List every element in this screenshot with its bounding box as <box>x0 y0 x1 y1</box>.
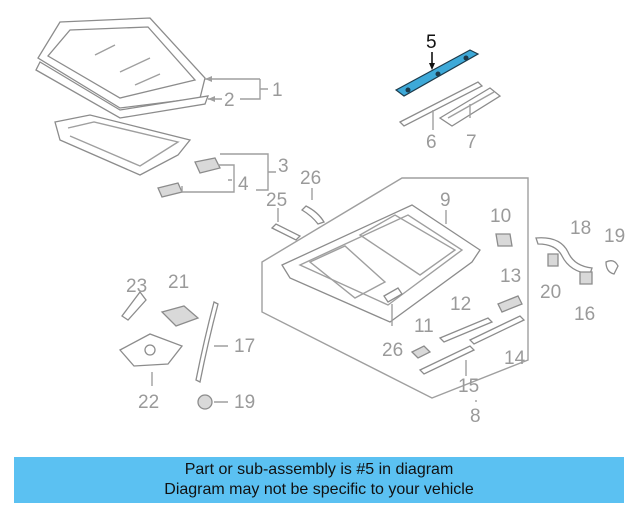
callout-2: 2 <box>224 90 235 111</box>
callout-21: 21 <box>168 272 189 293</box>
callout-10: 10 <box>490 206 511 227</box>
callout-22: 22 <box>138 392 159 413</box>
banner-line-2: Diagram may not be specific to your vehi… <box>164 481 474 498</box>
bracket-parts-4 <box>157 157 221 198</box>
callout-14: 14 <box>504 348 526 369</box>
callout-18: 18 <box>570 218 591 239</box>
glass-seal <box>35 61 210 119</box>
callout-15: 15 <box>458 376 479 397</box>
callout-23: 23 <box>126 276 147 297</box>
parts-diagram: 1 2 3 4 5 6 7 9 10 25 26 26 <box>35 17 625 427</box>
callout-12: 12 <box>450 294 471 315</box>
callout-20: 20 <box>540 282 561 303</box>
part-10-clip <box>495 233 513 247</box>
callout-24: 25 <box>266 190 287 211</box>
callout-3: 3 <box>278 156 289 177</box>
parts-11-15 <box>410 295 526 375</box>
info-banner: Part or sub-assembly is #5 in diagram Di… <box>14 457 624 503</box>
callout-8: 8 <box>470 406 481 427</box>
sunshade-frame <box>54 114 192 176</box>
sunroof-frame-assembly <box>281 204 481 323</box>
callout-1: 1 <box>272 80 283 101</box>
motor-21 <box>160 305 200 327</box>
banner-line-1: Part or sub-assembly is #5 in diagram <box>184 461 454 478</box>
callout-5: 5 <box>426 32 437 53</box>
callout-19: 19 <box>604 226 625 247</box>
glass-panel <box>37 17 206 109</box>
callout-9: 9 <box>440 190 451 211</box>
drain-hose-18 <box>535 237 593 275</box>
part-5-rail-highlighted <box>394 49 480 97</box>
callout-6: 6 <box>426 132 437 153</box>
callout-4: 4 <box>238 174 249 195</box>
callout-16: 16 <box>574 304 595 325</box>
part-6-rail <box>398 81 484 127</box>
callout-7: 7 <box>466 132 477 153</box>
callout-25: 26 <box>300 168 321 189</box>
callout-19b: 19 <box>234 392 255 413</box>
callout-11: 11 <box>414 316 434 337</box>
callout-26: 26 <box>382 340 403 361</box>
callout-13: 13 <box>500 266 521 287</box>
bracket-22 <box>118 333 184 367</box>
callout-17: 17 <box>234 336 255 357</box>
